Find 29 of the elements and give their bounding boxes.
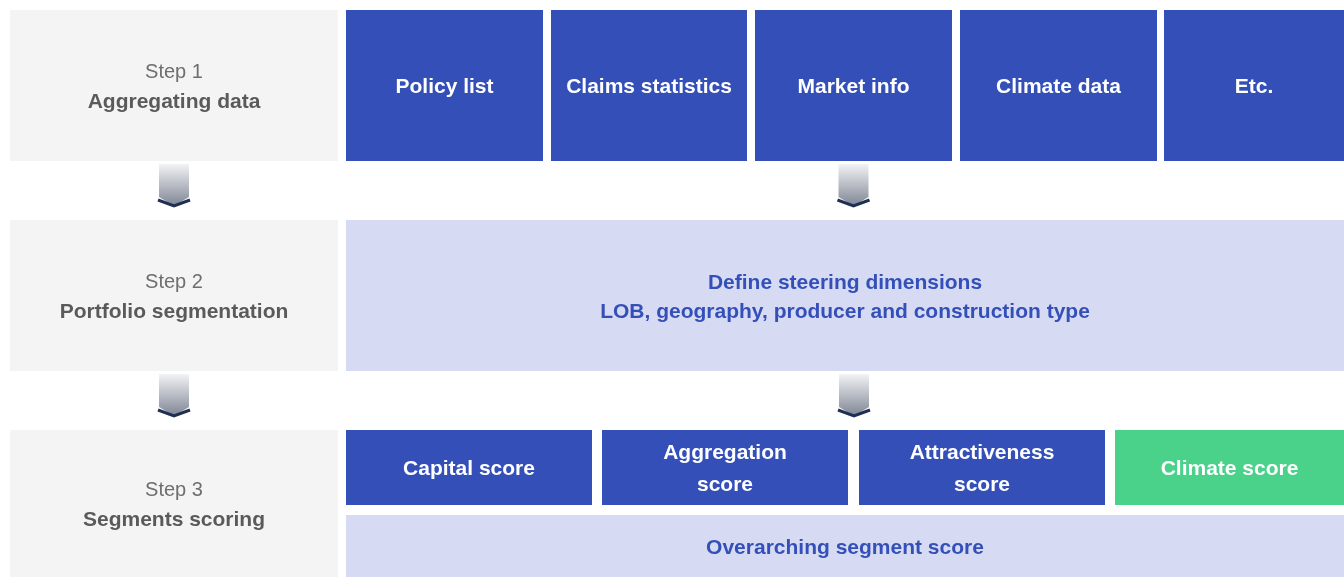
step-title: Portfolio segmentation — [59, 297, 289, 324]
result-band — [346, 515, 1344, 577]
step-number: Step 2 — [145, 268, 203, 294]
box-label: Market info — [797, 72, 910, 99]
category-box — [602, 430, 848, 505]
category-box — [755, 10, 952, 161]
category-box — [859, 430, 1105, 505]
category-box — [346, 10, 543, 161]
box-label: Capital score — [403, 454, 535, 481]
box-label: Climate score — [1160, 454, 1299, 481]
step-title: Segments scoring — [82, 505, 266, 532]
category-box — [1164, 10, 1344, 161]
step-number: Step 3 — [145, 476, 203, 502]
category-box — [551, 10, 747, 161]
box-label: Overarching segment score — [706, 533, 984, 560]
box-label: Climate data — [996, 72, 1121, 99]
category-box — [1115, 430, 1344, 505]
box-label: Claims statistics — [566, 72, 732, 99]
box-label: LOB, geography, producer and construction type — [600, 297, 1090, 324]
box-label: Attractiveness score — [908, 438, 1056, 497]
box-label: Etc. — [1234, 72, 1274, 99]
category-box — [960, 10, 1157, 161]
step-title: Aggregating data — [87, 87, 261, 114]
box-label: Policy list — [395, 72, 494, 99]
step-number: Step 1 — [145, 58, 203, 84]
result-band — [346, 220, 1344, 371]
box-label: Define steering dimensions — [707, 268, 983, 295]
category-box — [346, 430, 592, 505]
box-label: Aggregation score — [662, 438, 788, 497]
